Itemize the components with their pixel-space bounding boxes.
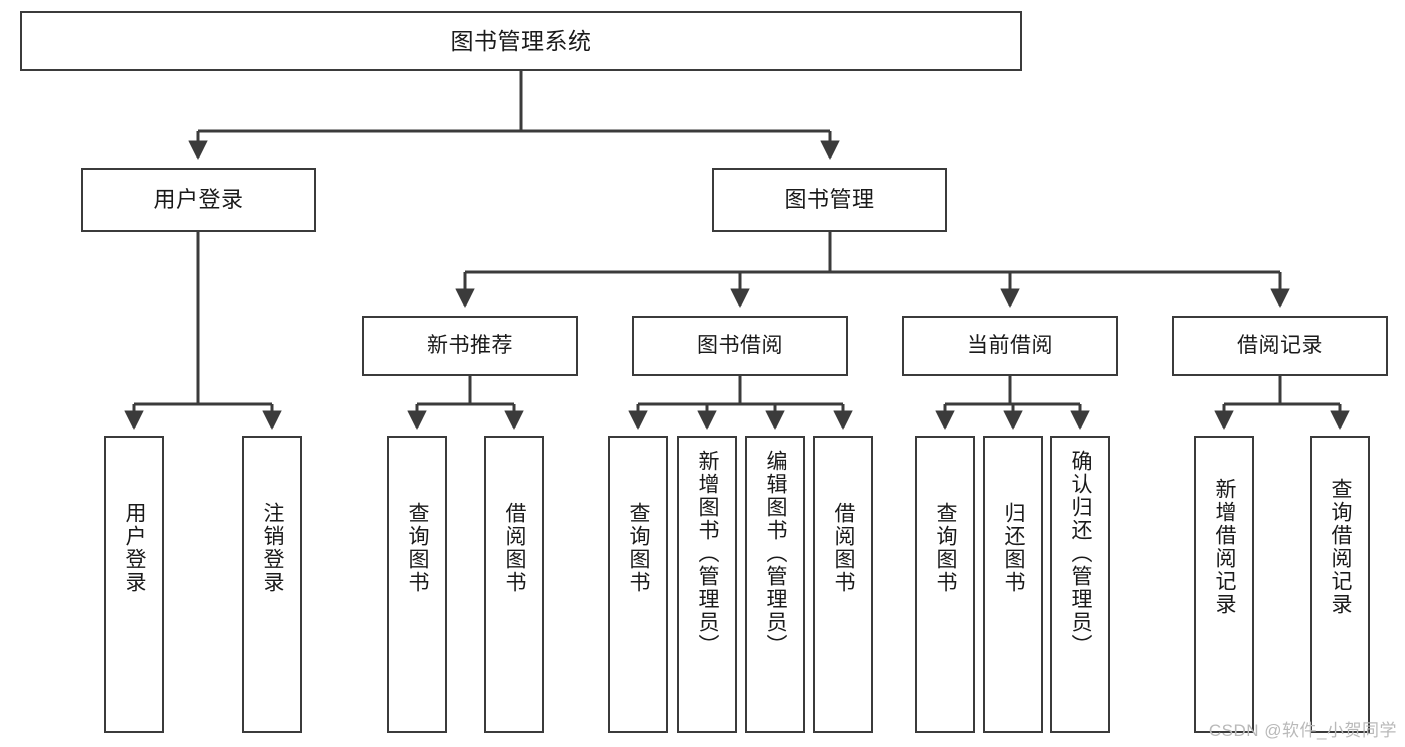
leaf-book-borrow-borrow-book[interactable]: 借阅图书	[813, 436, 873, 733]
leaf-borrow-records-add-record[interactable]: 新增借阅记录	[1194, 436, 1254, 733]
node-label: 图书借阅	[697, 334, 783, 358]
leaf-book-borrow-edit-book-admin[interactable]: 编辑图书（管理员）	[745, 436, 805, 733]
node-label: 查询图书	[406, 502, 430, 594]
leaf-new-book-query-book[interactable]: 查询图书	[387, 436, 447, 733]
node-label: 借阅图书	[503, 502, 527, 594]
node-borrow-records[interactable]: 借阅记录	[1172, 316, 1388, 376]
node-label: 用户登录	[123, 502, 147, 594]
node-label: 新增图书（管理员）	[696, 450, 720, 657]
node-label: 借阅图书	[832, 502, 856, 594]
node-book-management[interactable]: 图书管理	[712, 168, 947, 232]
leaf-current-borrow-query-book[interactable]: 查询图书	[915, 436, 975, 733]
node-book-borrow[interactable]: 图书借阅	[632, 316, 848, 376]
node-label: 编辑图书（管理员）	[764, 450, 788, 657]
leaf-book-borrow-add-book-admin[interactable]: 新增图书（管理员）	[677, 436, 737, 733]
leaf-user-login-login[interactable]: 用户登录	[104, 436, 164, 733]
node-label: 确认归还（管理员）	[1069, 450, 1093, 657]
node-label: 新书推荐	[427, 334, 513, 358]
node-label: 图书管理	[784, 186, 875, 212]
node-current-borrow[interactable]: 当前借阅	[902, 316, 1118, 376]
node-label: 归还图书	[1002, 502, 1026, 594]
node-label: 查询借阅记录	[1329, 478, 1353, 616]
node-label: 新增借阅记录	[1213, 478, 1237, 616]
node-label: 查询图书	[934, 502, 958, 594]
node-label: 查询图书	[627, 502, 651, 594]
node-new-book-recommend[interactable]: 新书推荐	[362, 316, 578, 376]
leaf-current-borrow-confirm-return-admin[interactable]: 确认归还（管理员）	[1050, 436, 1110, 733]
node-label: 用户登录	[153, 186, 244, 212]
leaf-book-borrow-query-book[interactable]: 查询图书	[608, 436, 668, 733]
watermark-text: CSDN @软件_小贺同学	[1208, 721, 1397, 740]
node-label: 注销登录	[261, 502, 285, 594]
node-user-login[interactable]: 用户登录	[81, 168, 316, 232]
leaf-current-borrow-return-book[interactable]: 归还图书	[983, 436, 1043, 733]
node-label: 图书管理系统	[450, 27, 592, 54]
leaf-user-login-logout[interactable]: 注销登录	[242, 436, 302, 733]
leaf-borrow-records-query-record[interactable]: 查询借阅记录	[1310, 436, 1370, 733]
node-label: 当前借阅	[967, 334, 1053, 358]
leaf-new-book-borrow-book[interactable]: 借阅图书	[484, 436, 544, 733]
node-label: 借阅记录	[1237, 334, 1323, 358]
node-root-book-management-system[interactable]: 图书管理系统	[20, 11, 1022, 71]
